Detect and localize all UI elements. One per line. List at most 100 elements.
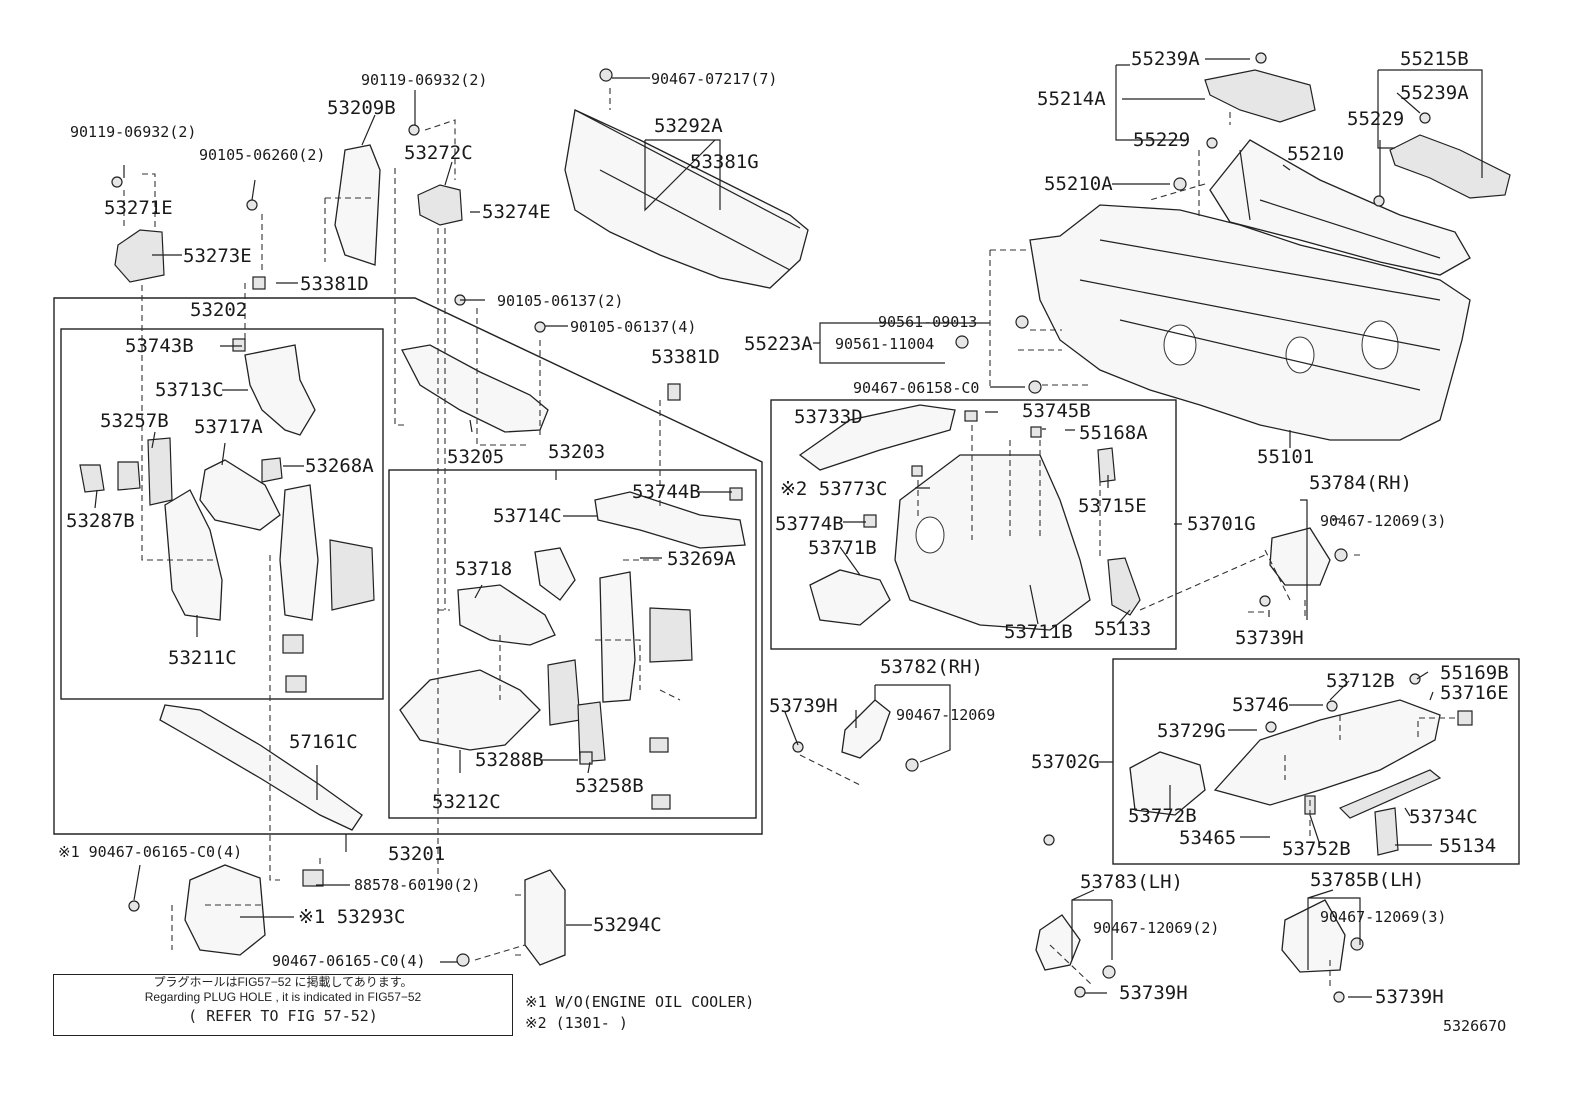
label-53783: 53783(LH) (1080, 871, 1183, 893)
label-53273E: 53273E (183, 245, 252, 267)
label-55134: 55134 (1439, 835, 1496, 857)
part-53712B (1213, 699, 1441, 806)
apron-53203-rear (649, 607, 693, 663)
label-55223A: 55223A (744, 333, 813, 355)
part-53258B (577, 701, 606, 763)
bracket-53272C (417, 184, 463, 226)
part-53268A (261, 457, 283, 483)
label-55210: 55210 (1287, 143, 1344, 165)
part-53718 (457, 584, 556, 646)
dash-panel-55101 (1029, 204, 1471, 441)
label-53701G: 53701G (1187, 513, 1256, 535)
label-53713C: 53713C (155, 379, 224, 401)
label-90467-12069-3b: 90467-12069(3) (1320, 908, 1446, 926)
cowl-55210 (1209, 139, 1471, 276)
label-53274E: 53274E (482, 201, 551, 223)
label-53743B: 53743B (125, 335, 194, 357)
label-90561-09013: 90561-09013 (878, 313, 977, 331)
part-53782 (841, 699, 891, 759)
group-box-53201 (53, 297, 763, 835)
label-53745B: 53745B (1022, 400, 1091, 422)
part-53718-bracket (534, 547, 576, 601)
label-90467-12069-3a: 90467-12069(3) (1320, 512, 1446, 530)
label-53202: 53202 (190, 299, 247, 321)
part-53771B (809, 569, 891, 626)
label-90105-06137-4: 90105-06137(4) (570, 318, 696, 336)
part-labels: 90119-06932(2) 90119-06932(2) 53209B 901… (58, 48, 1509, 1035)
label-55168A: 55168A (1079, 422, 1148, 444)
label-90467-06165-a: ※1 90467-06165-C0(4) (58, 843, 242, 861)
label-53718: 53718 (455, 558, 512, 580)
label-55229-b: 55229 (1347, 108, 1404, 130)
plug-hole-note: プラグホールはFIG57−52 に掲載してあります。 Regarding PLU… (53, 974, 513, 1036)
label-53381D-b: 53381D (651, 346, 720, 368)
label-53716E: 53716E (1440, 682, 1509, 704)
part-53784 (1269, 527, 1331, 586)
label-55214A: 55214A (1037, 88, 1106, 110)
part-53711B (894, 454, 1091, 631)
label-90467-12069-2: 90467-12069(2) (1093, 919, 1219, 937)
label-90119-06932-a: 90119-06932(2) (70, 123, 196, 141)
label-55239A-a: 55239A (1131, 48, 1200, 70)
label-53381D-a: 53381D (300, 273, 369, 295)
note-japanese: プラグホールはFIG57−52 に掲載してあります。 (153, 975, 413, 989)
bracket-53209B (334, 144, 381, 266)
label-53714C: 53714C (493, 505, 562, 527)
part-55133 (1107, 557, 1141, 616)
label-53211C: 53211C (168, 647, 237, 669)
label-53271E: 53271E (104, 197, 173, 219)
part-53294C (524, 869, 566, 966)
label-57161C: 57161C (289, 731, 358, 753)
part-55214A (1204, 69, 1316, 123)
label-53293C: ※1 53293C (298, 906, 405, 928)
label-53715E: 53715E (1078, 495, 1147, 517)
label-90119-06932-b: 90119-06932(2) (361, 71, 487, 89)
apron-53202-inner (279, 484, 319, 621)
label-53752B: 53752B (1282, 838, 1351, 860)
part-53783 (1035, 914, 1081, 971)
part-53733D (798, 404, 956, 471)
label-53773C: ※2 53773C (780, 478, 887, 500)
label-53212C: 53212C (432, 791, 501, 813)
label-53287B: 53287B (66, 510, 135, 532)
apron-53202-rear (329, 539, 375, 611)
group-box-53203 (388, 469, 757, 819)
label-90561-11004: 90561-11004 (835, 335, 934, 353)
label-55229-a: 55229 (1133, 129, 1190, 151)
note-english: Regarding PLUG HOLE , it is indicated in… (144, 990, 422, 1004)
part-53714C (594, 491, 746, 549)
cowl-panel-53292A (564, 109, 809, 289)
label-53288B: 53288B (475, 749, 544, 771)
label-53292A: 53292A (654, 115, 723, 137)
label-53203: 53203 (548, 441, 605, 463)
part-53785B (1281, 899, 1346, 973)
label-90467-06165-b: 90467-06165-C0(4) (272, 952, 426, 970)
part-53287B (79, 464, 105, 493)
label-53739H-c: 53739H (1119, 982, 1188, 1004)
label-55101: 55101 (1257, 446, 1314, 468)
part-53734C (1338, 769, 1442, 819)
label-53739H-a: 53739H (1235, 627, 1304, 649)
part-53288B (547, 659, 581, 726)
label-53785B: 53785B(LH) (1310, 869, 1424, 891)
hole-53711B (915, 516, 945, 554)
label-53734C: 53734C (1409, 806, 1478, 828)
part-53715E (1097, 447, 1116, 483)
part-53717A (199, 459, 281, 531)
label-53201: 53201 (388, 843, 445, 865)
label-53268A: 53268A (305, 455, 374, 477)
label-90105-06260: 90105-06260(2) (199, 146, 325, 164)
label-53712B: 53712B (1326, 670, 1395, 692)
part-53772B (1129, 751, 1206, 816)
label-53729G: 53729G (1157, 720, 1226, 742)
label-53784: 53784(RH) (1309, 472, 1412, 494)
support-53205 (401, 344, 549, 433)
part-55215B (1389, 134, 1511, 199)
label-53257B: 53257B (100, 410, 169, 432)
label-53739H-d: 53739H (1375, 986, 1444, 1008)
label-53272C: 53272C (404, 142, 473, 164)
label-53772B: 53772B (1128, 805, 1197, 827)
label-55133: 55133 (1094, 618, 1151, 640)
